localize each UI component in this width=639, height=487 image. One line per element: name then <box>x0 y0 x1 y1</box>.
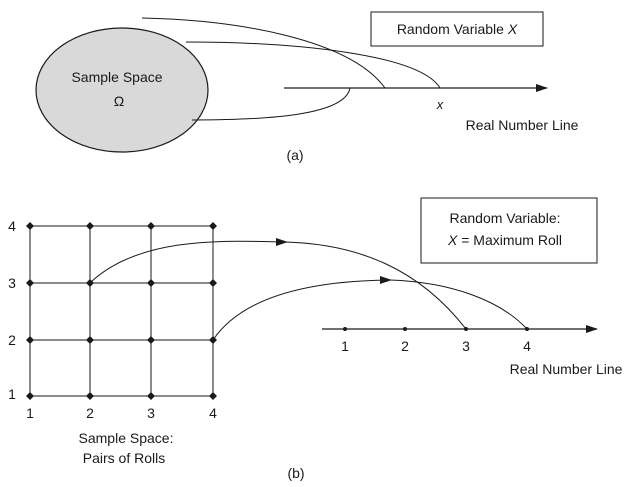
grid-point <box>26 222 34 230</box>
number-line-point <box>343 327 347 331</box>
grid-x-label: 1 <box>26 405 34 421</box>
number-line-tick-label: 1 <box>341 338 349 354</box>
sample-space-label-b2: Pairs of Rolls <box>83 450 165 466</box>
grid-point <box>209 392 217 400</box>
grid-point <box>26 336 34 344</box>
x-label: x <box>436 97 444 112</box>
mapping-curve-b4 <box>212 279 391 341</box>
random-variable-symbol-b: X <box>447 232 458 248</box>
mapping-curve-a2 <box>185 41 441 89</box>
mapping-curve-b3-tail <box>284 241 467 330</box>
omega-symbol: Ω <box>114 93 124 109</box>
number-line-point <box>525 327 529 331</box>
grid-point <box>86 336 94 344</box>
mapping-curve-a3 <box>191 87 351 121</box>
random-variable-box-b <box>420 197 598 264</box>
mapping-curve-a1 <box>141 17 386 89</box>
sample-space-label: Sample Space <box>71 69 162 85</box>
random-variable-box-a <box>370 11 544 47</box>
sample-grid-lines <box>29 225 214 397</box>
grid-point <box>147 222 155 230</box>
random-variable-rest-b: = Maximum Roll <box>457 232 562 248</box>
panel-a: Sample Space Ω x Real Number Line Random… <box>35 11 579 163</box>
grid-x-label: 2 <box>86 405 94 421</box>
random-variable-symbol: X <box>507 21 518 37</box>
random-variable-title-b: Random Variable: <box>449 210 560 226</box>
sample-space-label-b1: Sample Space: <box>79 430 174 446</box>
grid-point <box>147 336 155 344</box>
sample-grid-points <box>26 222 217 400</box>
number-line-tick-label: 3 <box>462 338 470 354</box>
mapping-curve-b3 <box>89 240 286 284</box>
grid-x-label: 4 <box>209 405 217 421</box>
grid-y-label: 2 <box>8 332 16 348</box>
panel-b: 4 3 2 1 1 2 3 4 Sample Space: Pairs of R… <box>8 197 623 481</box>
grid-x-label: 3 <box>147 405 155 421</box>
random-variable-definition-b: X = Maximum Roll <box>447 232 562 248</box>
caption-b: (b) <box>287 465 304 481</box>
grid-point <box>147 279 155 287</box>
caption-a: (a) <box>286 147 303 163</box>
real-number-line-label-a: Real Number Line <box>466 117 579 133</box>
number-line-tick-label: 2 <box>401 338 409 354</box>
number-line-point <box>403 327 407 331</box>
grid-point <box>86 392 94 400</box>
grid-point <box>26 279 34 287</box>
grid-point <box>209 222 217 230</box>
grid-y-label: 4 <box>8 218 16 234</box>
random-variable-title-a: Random Variable X <box>397 21 518 37</box>
number-line-point <box>464 327 468 331</box>
grid-point <box>209 279 217 287</box>
sample-space-ellipse <box>35 27 209 153</box>
grid-y-label: 1 <box>8 386 16 402</box>
number-line-tick-label: 4 <box>523 338 531 354</box>
grid-point <box>86 222 94 230</box>
real-number-line-label-b: Real Number Line <box>510 361 623 377</box>
grid-y-label: 3 <box>8 275 16 291</box>
mapping-curve-b4-tail <box>389 279 528 330</box>
grid-point <box>147 392 155 400</box>
grid-point <box>26 392 34 400</box>
random-variable-prefix: Random Variable <box>397 21 508 37</box>
